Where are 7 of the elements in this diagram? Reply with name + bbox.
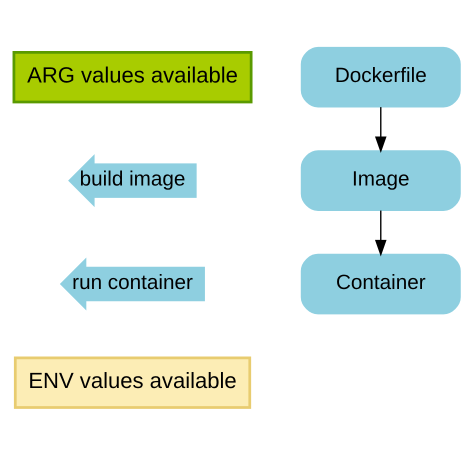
node-box: Image bbox=[300, 150, 461, 211]
node-box: ARG values available bbox=[12, 50, 253, 104]
arrow bbox=[374, 107, 387, 154]
node-box: Dockerfile bbox=[300, 46, 461, 108]
node-box: ENV values available bbox=[14, 356, 252, 409]
node-box: Container bbox=[300, 254, 461, 314]
arrow bbox=[374, 210, 387, 256]
